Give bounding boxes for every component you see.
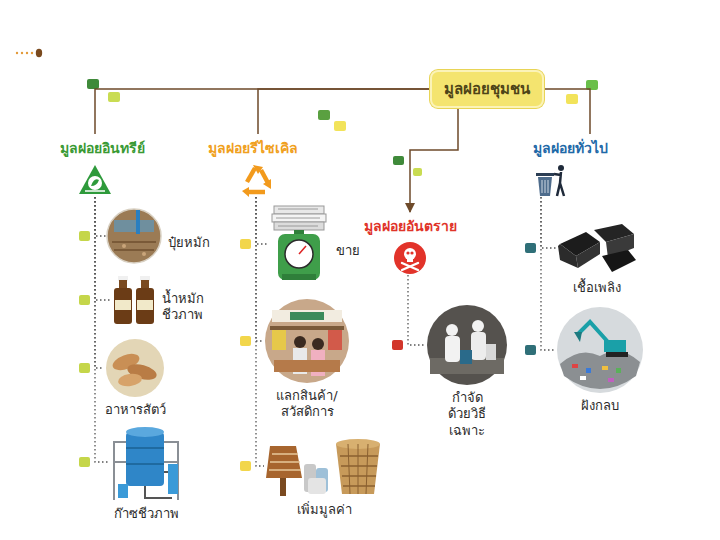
item-caption: กำจัด ด้วยวิธี เฉพาะ [438, 390, 496, 439]
bottles-picture [112, 274, 156, 326]
branch-line [408, 275, 426, 345]
category-heading: มูลฝอยอินทรีย์ [60, 134, 145, 197]
item-caption: เพิ่มมูลค่า [297, 502, 352, 518]
item-picture [108, 422, 184, 502]
item-node: อาหารสัตว์ [104, 338, 166, 418]
connector-line [258, 89, 430, 134]
item-node: กำจัด ด้วยวิธี เฉพาะ [426, 304, 508, 439]
item-picture [104, 338, 166, 398]
item-node: ก๊าซชีวภาพ [108, 422, 184, 522]
item-caption: อาหารสัตว์ [105, 402, 166, 418]
item-caption: แลกสินค้า/ สวัสดิการ [267, 388, 347, 421]
item-node: เชื้อเพลิง [556, 220, 638, 296]
item-caption: น้ำหมัก ชีวภาพ [162, 291, 224, 324]
branch-marker [240, 461, 251, 471]
corner-dots [16, 49, 42, 57]
branch-marker [79, 295, 90, 305]
category-heading: มูลฝอยทั่วไป [533, 134, 608, 197]
compost-picture [106, 208, 162, 264]
branch-line [541, 197, 556, 350]
branch-marker [240, 239, 251, 249]
item-node: น้ำหมัก ชีวภาพ [112, 274, 224, 326]
branch-marker [525, 243, 536, 253]
organic-icon [78, 163, 112, 197]
category-heading: มูลฝอยอันตราย [364, 212, 457, 275]
potato-picture [104, 338, 166, 398]
shop-picture [264, 298, 350, 384]
category-label: มูลฝอยรีไซเคิล [208, 134, 298, 159]
item-caption: ปุ๋ยหมัก [168, 235, 210, 251]
tank-picture [108, 422, 184, 502]
branch-marker [240, 336, 251, 346]
item-caption: ขาย [336, 243, 360, 259]
branch-line [256, 197, 264, 341]
branch-line [95, 197, 108, 462]
item-node: ขาย [268, 204, 360, 284]
item-picture [106, 208, 162, 264]
branch-line [541, 197, 556, 248]
item-picture [426, 304, 508, 386]
category-label: มูลฝอยอันตราย [364, 212, 457, 237]
bin-icon [533, 163, 567, 197]
crafts-picture [264, 434, 384, 498]
item-picture [264, 298, 350, 384]
branch-line [95, 197, 106, 236]
landfill-picture [556, 306, 644, 394]
root-box: มูลฝอยชุมชน [430, 70, 544, 108]
recycle-icon [240, 163, 274, 197]
branch-marker [79, 231, 90, 241]
branch-line [256, 197, 264, 466]
connector-line [95, 89, 430, 134]
branch-line [256, 197, 268, 244]
scale-picture [268, 204, 330, 284]
category-label: มูลฝอยอินทรีย์ [60, 134, 145, 159]
item-node: ฝังกลบ [556, 306, 644, 414]
hazmat-picture [426, 304, 508, 386]
branch-marker [392, 340, 403, 350]
category-label: มูลฝอยทั่วไป [533, 134, 608, 159]
item-node: เพิ่มมูลค่า [264, 434, 384, 518]
connector-line [410, 108, 458, 212]
item-picture [268, 204, 330, 284]
item-caption: ก๊าซชีวภาพ [114, 506, 179, 522]
item-picture [264, 434, 384, 498]
item-node: แลกสินค้า/ สวัสดิการ [264, 298, 350, 421]
item-caption: ฝังกลบ [581, 398, 619, 414]
item-caption: เชื้อเพลิง [573, 280, 621, 296]
connector-line [544, 89, 590, 134]
branch-marker [79, 363, 90, 373]
branch-marker [79, 457, 90, 467]
root-label: มูลฝอยชุมชน [444, 77, 530, 101]
item-picture [556, 306, 644, 394]
branch-line [95, 197, 104, 368]
item-node: ปุ๋ยหมัก [106, 208, 210, 264]
item-picture [556, 220, 638, 276]
category-heading: มูลฝอยรีไซเคิล [208, 134, 298, 197]
hazard-icon [393, 241, 427, 275]
charcoal-picture [556, 220, 638, 276]
item-picture [112, 274, 156, 326]
branch-marker [525, 345, 536, 355]
